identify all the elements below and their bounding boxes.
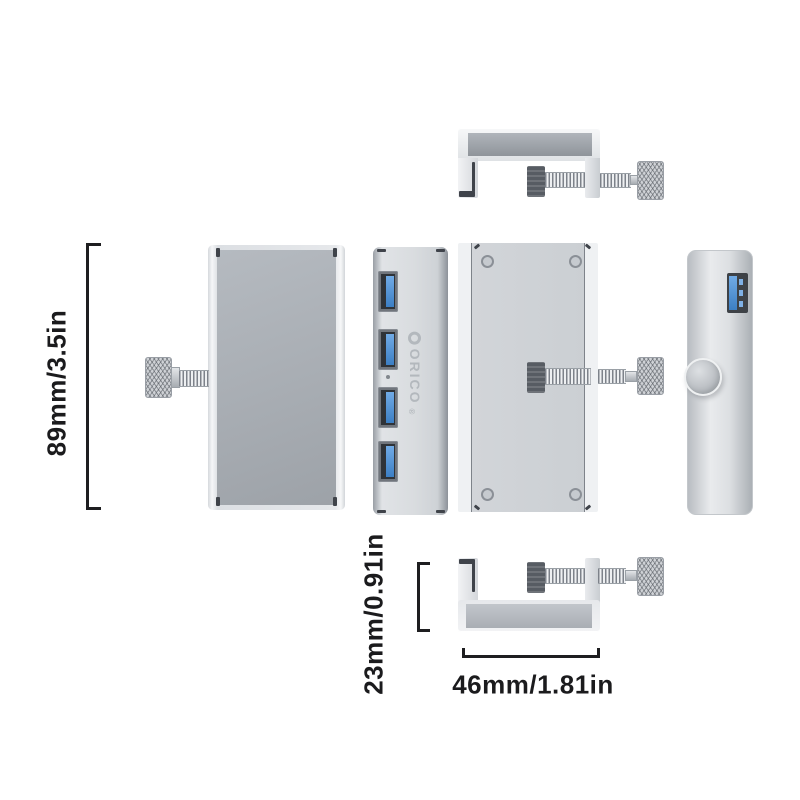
clamp-bottom-bar-face xyxy=(466,604,592,628)
usb-port-recess xyxy=(381,332,395,367)
usb-a-port-icon-2 xyxy=(378,329,398,370)
left-screw-thread-icon xyxy=(179,370,209,387)
clamp-bottom-screw-shaft xyxy=(625,570,637,581)
clamp-top-bar-face xyxy=(468,133,592,156)
clamp-top-left-foot xyxy=(459,191,475,197)
height-dimension-bracket xyxy=(86,243,101,510)
usb-port-recess xyxy=(381,274,395,309)
orico-logo: ORICO ® xyxy=(407,331,423,415)
height-dimension-label: 89mm/3.5in xyxy=(41,309,72,457)
device-top-corner-bl xyxy=(216,497,220,506)
depth-dimension-bracket xyxy=(417,562,430,632)
clamp-pad-icon xyxy=(527,362,545,393)
usb-port-recess xyxy=(381,444,395,479)
front-corner-tr xyxy=(436,249,445,252)
screw-hole-icon-tl xyxy=(481,255,494,268)
screw-hole-icon-tr xyxy=(569,255,582,268)
clamp-top-right-leg xyxy=(585,158,600,198)
orico-ring-icon xyxy=(408,331,422,345)
usb-port-tongue xyxy=(385,446,394,477)
device-top-corner-br xyxy=(333,497,337,506)
clamp-bottom-left-leg-edge xyxy=(472,560,475,592)
clamp-top-thumbscrew-icon xyxy=(637,161,664,200)
clamp-bottom-screw-thread-inner xyxy=(545,568,585,584)
clamp-top-screw-thread-outer xyxy=(600,173,631,188)
usb-port-recess xyxy=(381,390,395,425)
front-corner-bl xyxy=(377,510,386,513)
left-thumbscrew-icon xyxy=(145,357,172,398)
width-dimension-label: 46mm/1.81in xyxy=(452,669,614,700)
round-knob-icon xyxy=(684,358,722,396)
device-top-corner-tl xyxy=(216,248,220,257)
usb-port-tongue xyxy=(729,276,737,310)
brand-name: ORICO xyxy=(407,348,423,405)
usb-pin xyxy=(739,301,743,307)
usb-port-tongue xyxy=(385,276,394,307)
depth-dimension-label: 23mm/0.91in xyxy=(358,533,389,695)
usb-a-port-icon-4 xyxy=(378,441,398,482)
center-screw-thread-inner xyxy=(545,368,591,385)
front-corner-tl xyxy=(377,249,386,252)
side-usb-a-port-icon xyxy=(727,273,748,313)
status-led-icon xyxy=(386,375,390,379)
clamp-top-screw-thread-inner xyxy=(545,172,585,188)
screw-hole-icon-br xyxy=(569,488,582,501)
usb-a-port-icon-1 xyxy=(378,271,398,312)
registered-mark: ® xyxy=(407,408,416,415)
center-thumbscrew-icon xyxy=(637,357,664,395)
clamp-bottom-right-leg xyxy=(585,558,600,604)
clamp-top-pad xyxy=(527,166,545,197)
usb-port-tongue xyxy=(385,392,394,423)
usb-pin xyxy=(739,279,743,285)
width-dimension-bracket xyxy=(462,648,600,658)
center-screw-thread-outer xyxy=(598,369,626,384)
device-top-corner-tr xyxy=(333,248,337,257)
clamp-bottom-left-foot xyxy=(459,559,475,564)
clamp-bottom-screw-thread-outer xyxy=(598,568,626,584)
clamp-bottom-left-leg xyxy=(458,558,478,604)
front-corner-br xyxy=(436,510,445,513)
usb-port-tongue xyxy=(385,334,394,365)
center-screw-shaft xyxy=(625,371,637,382)
device-top-face xyxy=(217,250,336,505)
clamp-top-left-leg-edge xyxy=(472,162,475,192)
usb-pin xyxy=(739,290,743,296)
clamp-bottom-pad xyxy=(527,562,545,593)
screw-hole-icon-bl xyxy=(481,488,494,501)
usb-a-port-icon-3 xyxy=(378,387,398,428)
clamp-bottom-thumbscrew-icon xyxy=(637,557,664,596)
